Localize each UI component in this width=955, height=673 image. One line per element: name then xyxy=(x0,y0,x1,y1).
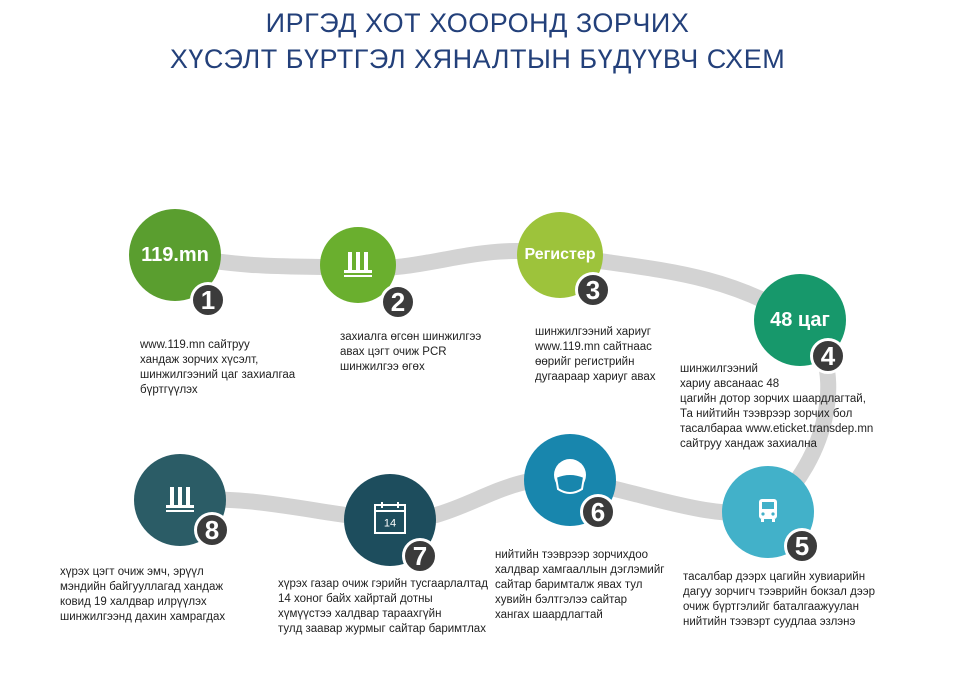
step-6-number-badge: 6 xyxy=(580,494,616,530)
step-4-label: 48 цаг xyxy=(770,308,830,331)
calendar-icon xyxy=(370,498,410,543)
step-1-description: www.119.mn сайтруу хандаж зорчих хүсэлт,… xyxy=(140,339,296,396)
step-2-number-badge: 2 xyxy=(380,284,416,320)
step-5-number-badge: 5 xyxy=(784,528,820,564)
step-6-description: нийтийн тээврээр зорчихдоо халдвар хамга… xyxy=(495,549,665,621)
step-4-number-badge: 4 xyxy=(810,338,846,374)
step-8-description: хүрэх цэгт очиж эмч, эрүүл мэндийн байгу… xyxy=(60,566,226,623)
step-3-label: Регистер xyxy=(524,246,596,263)
step-7-description: хүрэх газар очиж гэрийн тусгаарлалтад 14… xyxy=(278,578,488,635)
step-3-description: шинжилгээний хариуг www.119.mn сайтнаас … xyxy=(535,326,656,383)
test-tubes-icon xyxy=(341,246,375,285)
step-2-description: захиалга өгсөн шинжилгээ авах цэгт очиж … xyxy=(340,331,482,373)
step-1-number-badge: 1 xyxy=(190,282,226,318)
step-5-description: тасалбар дээрх цагийн хувиарийн дагуу зо… xyxy=(683,571,876,628)
face-mask-icon xyxy=(545,453,595,508)
step-3-number-badge: 3 xyxy=(575,272,611,308)
step-1-label: 119.mn xyxy=(141,243,209,266)
step-8-number-badge: 8 xyxy=(194,512,230,548)
title-line-2: ХҮСЭЛТ БҮРТГЭЛ ХЯНАЛТЫН БҮДҮҮВЧ СХЕМ xyxy=(169,44,786,74)
title-line-1: ИРГЭД ХОТ ХООРОНД ЗОРЧИХ xyxy=(265,8,690,38)
step-7-label: 14 xyxy=(383,517,397,530)
bus-icon xyxy=(753,495,783,530)
step-4-description: шинжилгээний хариу авсанаас 48 цагийн до… xyxy=(680,363,874,450)
step-7-number-badge: 7 xyxy=(402,538,438,574)
test-tubes-icon xyxy=(163,481,197,520)
